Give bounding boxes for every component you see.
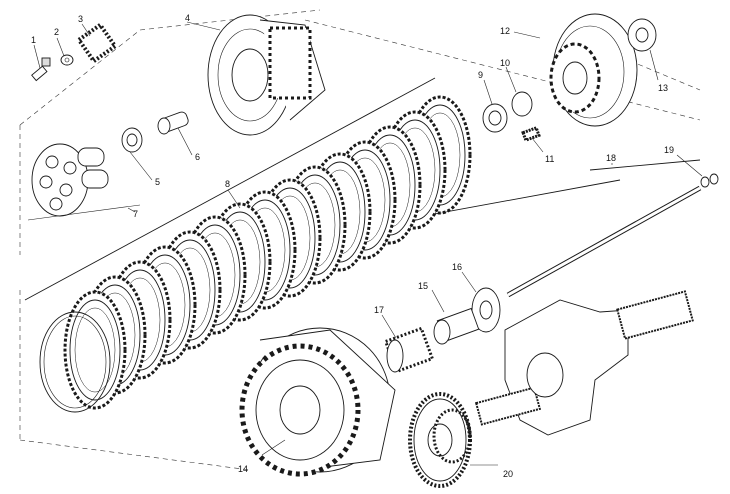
screw-part-1 (31, 57, 51, 82)
callout-12: 12 (500, 26, 510, 36)
assembly-axis-lines (19, 9, 701, 471)
callout-11: 11 (545, 154, 554, 164)
thrust-washer-part-16 (471, 287, 501, 333)
pushrod-part-18 (506, 185, 702, 298)
crankshaft (474, 290, 694, 436)
callout-2: 2 (54, 27, 59, 37)
callout-16: 16 (452, 262, 462, 272)
pressure-plate-part-4 (207, 14, 326, 136)
washer-part-2 (60, 54, 74, 66)
callout-1: 1 (31, 35, 36, 45)
callout-15: 15 (418, 281, 428, 291)
o-rings-part-19 (700, 173, 719, 188)
callout-7: 7 (133, 209, 138, 219)
leader-lines (33, 21, 703, 466)
primary-drive-gear-part-20 (408, 392, 472, 488)
spring-part-11 (521, 125, 541, 143)
callout-19: 19 (664, 145, 674, 155)
callout-13: 13 (658, 83, 668, 93)
callout-10: 10 (500, 58, 510, 68)
callout-8: 8 (225, 179, 230, 189)
bearing-part-5 (121, 127, 143, 153)
clutch-hub-part-12 (549, 13, 638, 127)
thrust-washer-part-13 (627, 18, 657, 52)
bushing-part-15 (433, 307, 480, 345)
callout-labels: 1 2 3 4 5 6 7 8 9 10 11 12 13 14 15 16 1… (31, 13, 674, 479)
circlip-part-10 (511, 91, 533, 117)
callout-9: 9 (478, 70, 483, 80)
callout-17: 17 (374, 305, 384, 315)
pushrod-pin-part-6 (157, 111, 189, 135)
spring-holder-part-7 (27, 143, 141, 221)
callout-6: 6 (195, 152, 200, 162)
needle-bearing-part-17 (383, 326, 435, 374)
callout-5: 5 (155, 177, 160, 187)
clutch-plate-pack-part-8 (39, 95, 472, 413)
bearing-part-9 (482, 103, 508, 133)
callout-20: 20 (503, 469, 513, 479)
callout-3: 3 (78, 14, 83, 24)
callout-14: 14 (238, 464, 248, 474)
clutch-housing-part-14 (239, 327, 396, 477)
callout-4: 4 (185, 13, 190, 23)
callout-18: 18 (606, 153, 616, 163)
spring-part-3 (76, 22, 118, 64)
